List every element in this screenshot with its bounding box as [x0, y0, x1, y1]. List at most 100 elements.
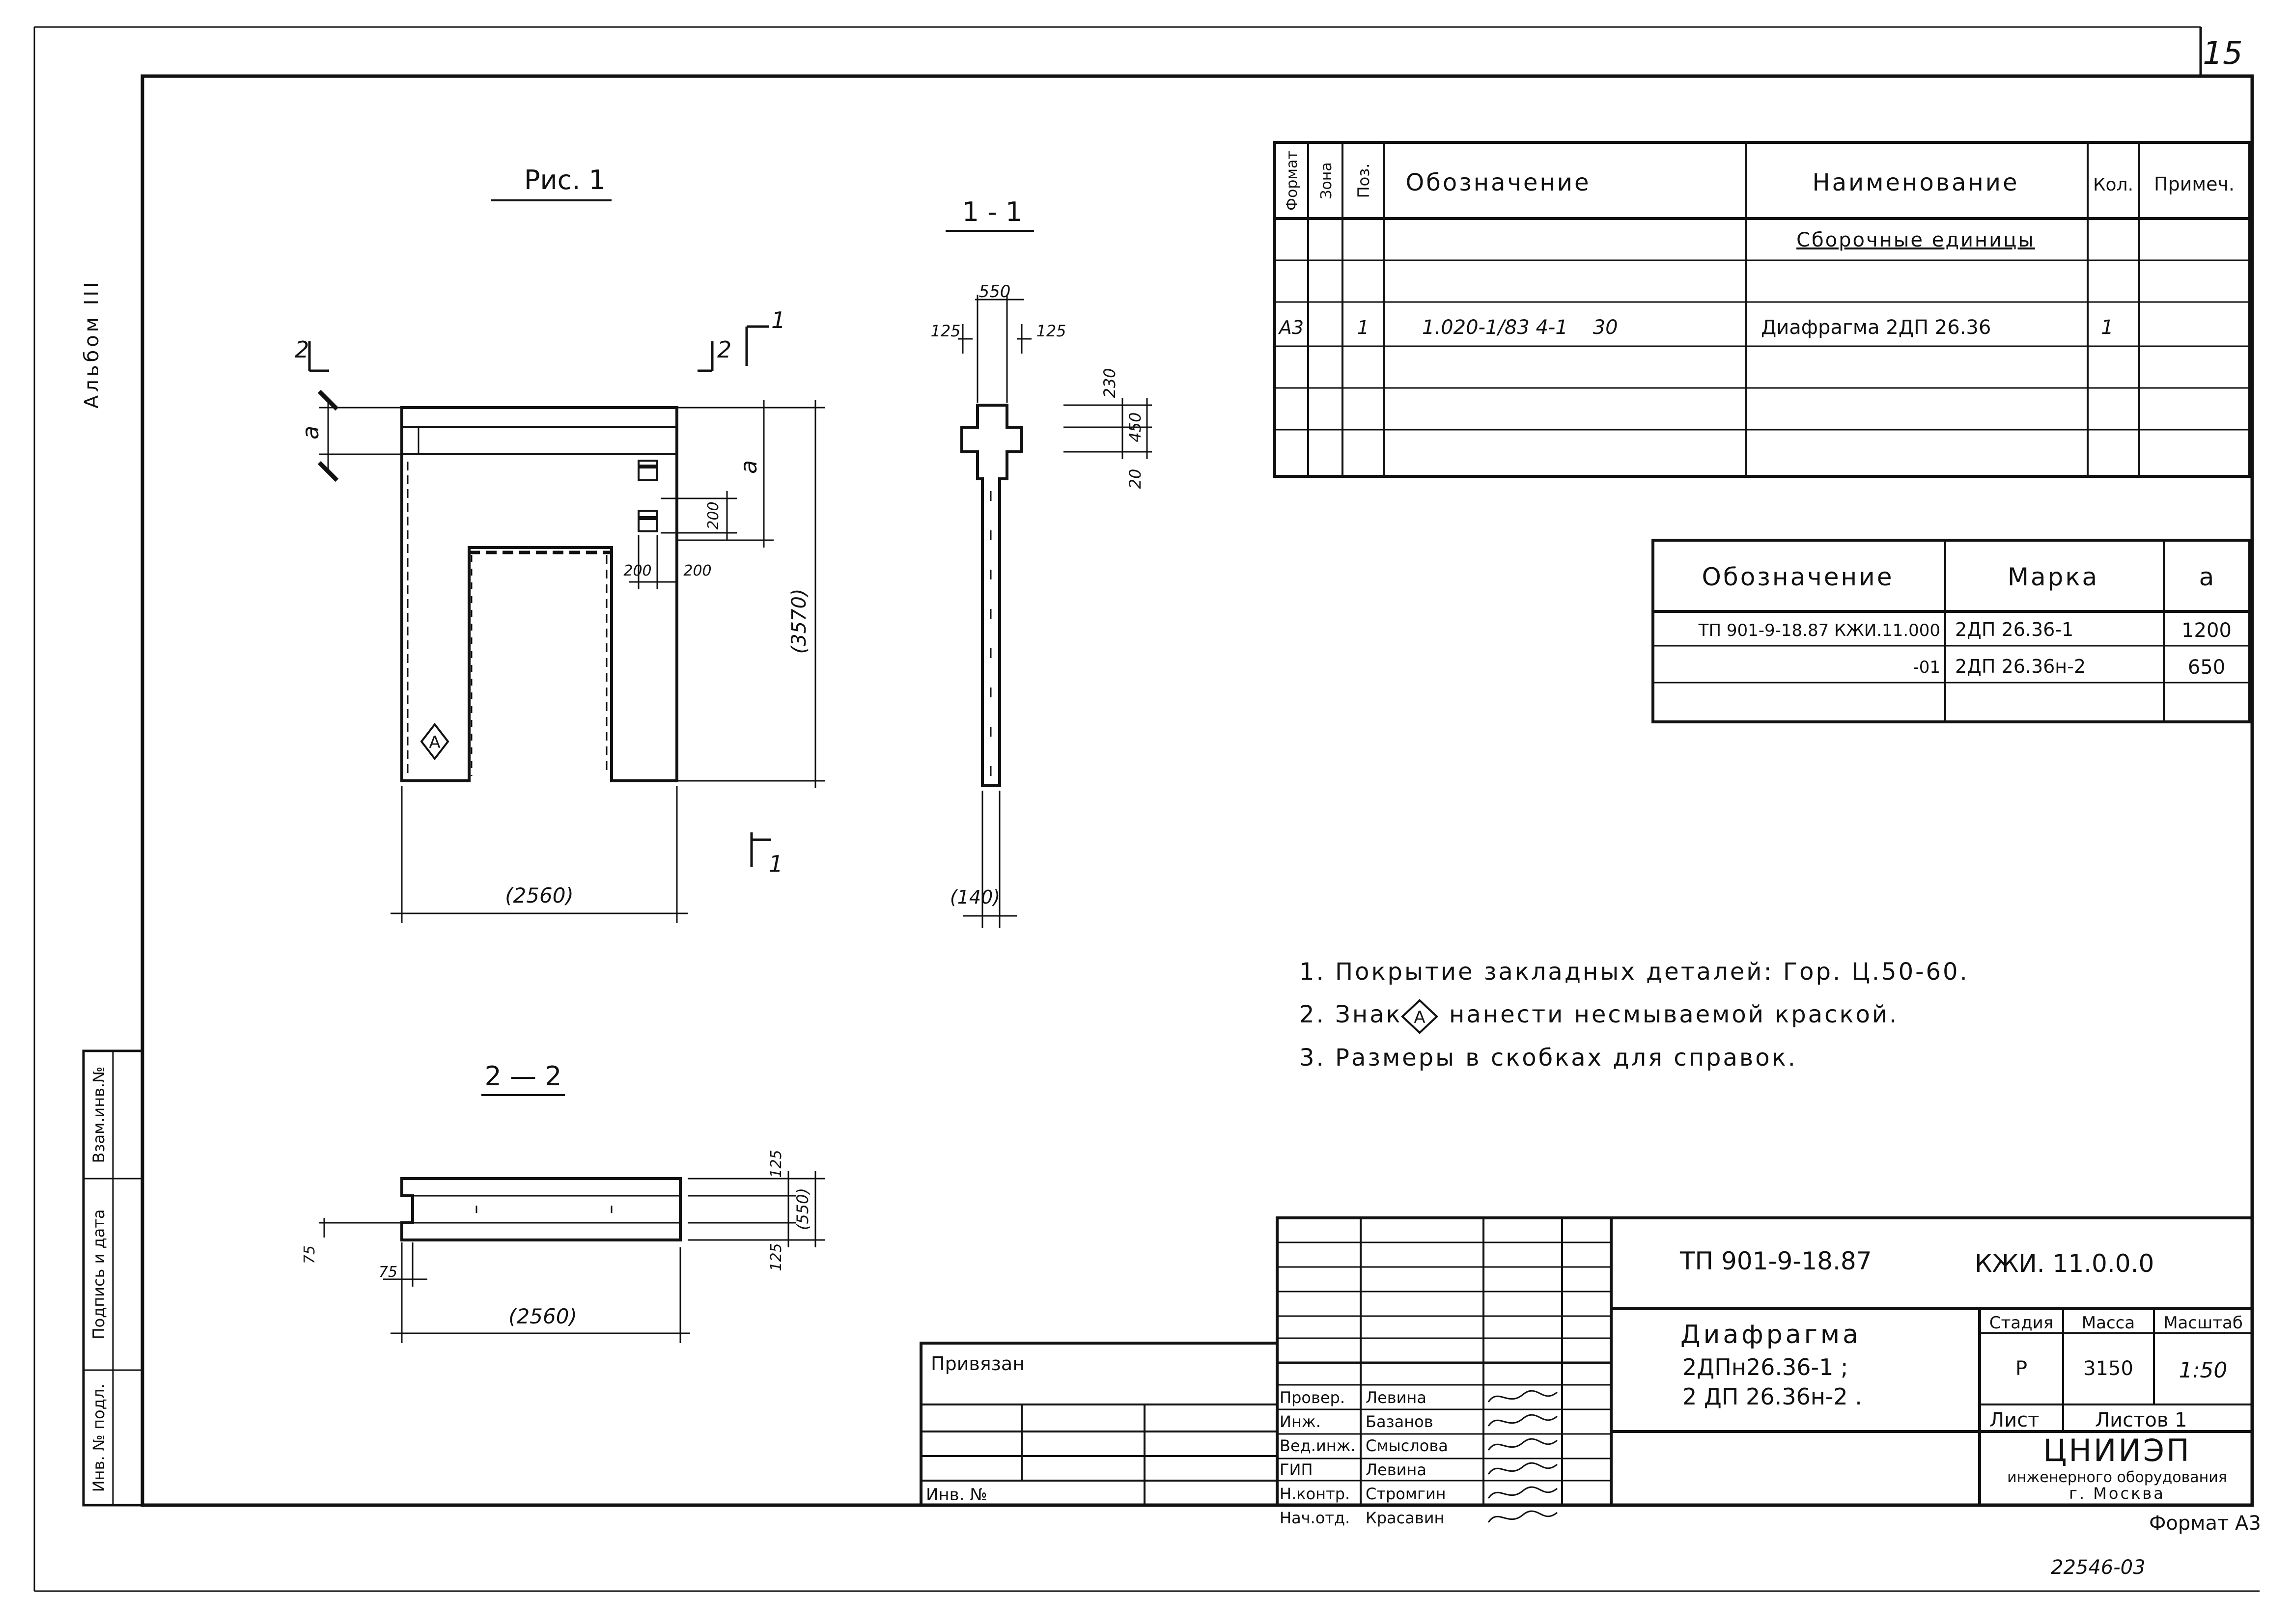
- signature-name: Стромгин: [1366, 1485, 1446, 1503]
- mark-row-2-mark: 2ДП 26.36н-2: [1955, 656, 2086, 677]
- spec-row-format: А3: [1278, 317, 1304, 338]
- privyazan-block: Привязан Инв. №: [920, 1342, 1279, 1507]
- spec-header-note: Примеч.: [2154, 173, 2235, 195]
- dim-200-h1: 200: [623, 562, 651, 579]
- spec-header-designation: Обозначение: [1405, 169, 1591, 196]
- privyazan-inv-label: Инв. №: [926, 1485, 987, 1505]
- mark-row-1-designation: ТП 901-9-18.87 КЖИ.11.000: [1698, 621, 1940, 640]
- mass-value: 3150: [2083, 1357, 2133, 1380]
- section-mark-2-right: 2: [717, 336, 731, 363]
- side-stamp: Инв. № подл. Подпись и дата Взам.инв.№: [82, 1049, 144, 1507]
- section-1-1: 1 - 1 550 125 125 230 450 20 (140): [930, 196, 1152, 928]
- stage-label: Стадия: [1989, 1313, 2053, 1333]
- mark-header-a: a: [2199, 563, 2214, 591]
- project-code: ТП 901-9-18.87: [1679, 1247, 1872, 1275]
- sheets-label: Листов 1: [2095, 1409, 2187, 1431]
- signature-name: Левина: [1366, 1460, 1426, 1479]
- dim-125-left-section11: 125: [930, 322, 960, 340]
- dim-20: 20: [1126, 469, 1145, 489]
- dim-200-h2: 200: [683, 562, 711, 579]
- dim-140: (140): [950, 886, 1000, 908]
- dim-125-top-section22: 125: [768, 1150, 785, 1178]
- sheet-label: Лист: [1989, 1409, 2039, 1431]
- signature-role: Инж.: [1280, 1412, 1321, 1431]
- notes: 1. Покрытие закладных деталей: Гор. Ц.50…: [1299, 958, 1969, 1072]
- stamp-signature-date: Подпись и дата: [89, 1209, 108, 1339]
- stage-value: Р: [2015, 1357, 2027, 1380]
- spec-row-name: Диафрагма 2ДП 26.36: [1761, 316, 1991, 339]
- title-line-1: Диафрагма: [1680, 1320, 1861, 1349]
- dim-125-right-section11: 125: [1036, 322, 1066, 340]
- dim-a-left: a: [297, 426, 324, 440]
- spec-section-title: Сборочные единицы: [1796, 229, 2035, 251]
- org-line-3: г. Москва: [2069, 1484, 2165, 1503]
- bottom-code: 22546-03: [2051, 1556, 2146, 1579]
- stamp-inv-podl: Инв. № подл.: [89, 1384, 108, 1492]
- spec-row-pos: 1: [1357, 317, 1369, 338]
- sheet-number: 15: [2203, 35, 2242, 72]
- section-mark-1-top: 1: [771, 307, 785, 333]
- note-2-part1: 2. Знак: [1299, 1001, 1402, 1028]
- dim-75-left: 75: [301, 1245, 318, 1264]
- signature-name: Красавин: [1366, 1509, 1444, 1527]
- spec-header-qty: Кол.: [2093, 175, 2133, 195]
- title-block: ТП 901-9-18.87 КЖИ. 11.0.0.0 Диафрагма 2…: [1276, 1216, 2254, 1527]
- note-2-symbol: А: [1414, 1008, 1425, 1027]
- signature-scribble: [1487, 1414, 1558, 1427]
- format-label: Формат А3: [2149, 1512, 2261, 1535]
- spec-header-pos: Поз.: [1354, 164, 1373, 198]
- dim-75-bottom: 75: [379, 1264, 397, 1281]
- mark-row-2-designation: -01: [1913, 658, 1940, 677]
- signature-scribble: [1487, 1486, 1558, 1499]
- scale-value: 1:50: [2179, 1358, 2228, 1383]
- stamp-vzam-inv: Взам.инв.№: [89, 1067, 108, 1163]
- section-1-1-title: 1 - 1: [962, 196, 1023, 227]
- note-1: 1. Покрытие закладных деталей: Гор. Ц.50…: [1299, 958, 1969, 986]
- signature-scribble: [1487, 1438, 1558, 1451]
- privyazan-label: Привязан: [931, 1353, 1025, 1375]
- org-line-2: инженерного оборудования: [2007, 1469, 2227, 1486]
- section-2-2-title: 2 — 2: [484, 1061, 561, 1092]
- album-label: Альбом III: [81, 279, 103, 409]
- signature-scribble: [1487, 1462, 1558, 1475]
- mark-row-2-a: 650: [2188, 656, 2225, 679]
- note-2-part2: нанести несмываемой краской.: [1449, 1001, 1899, 1028]
- signature-name: Левина: [1366, 1388, 1426, 1407]
- dim-230: 230: [1100, 368, 1119, 398]
- spec-row-designation: 1.020-1/83 4-1 30: [1422, 316, 1618, 339]
- section-mark-2-left: 2: [295, 336, 309, 363]
- signature-name: Базанов: [1366, 1412, 1433, 1431]
- mark-table: Обозначение Марка a ТП 901-9-18.87 КЖИ.1…: [1651, 539, 2251, 723]
- org-name: ЦНИИЭП: [2043, 1432, 2191, 1468]
- signature-name: Смыслова: [1366, 1436, 1448, 1455]
- title-line-3: 2 ДП 26.36н-2 .: [1682, 1383, 1862, 1410]
- spec-table: Формат Зона Поз. Обозначение Наименовани…: [1273, 141, 2251, 478]
- spec-header-zone: Зона: [1318, 162, 1335, 199]
- dim-550-section22: (550): [793, 1188, 812, 1230]
- spec-row-qty: 1: [2101, 316, 2113, 339]
- spec-header-format: Формат: [1284, 151, 1301, 211]
- sheet-frames: [33, 26, 2260, 1592]
- mark-header-designation: Обозначение: [1702, 563, 1894, 591]
- diaphragm-outline: [402, 408, 677, 783]
- signature-scribble: [1487, 1510, 1558, 1523]
- signature-scribble: [1487, 1390, 1558, 1403]
- spec-header-name: Наименование: [1812, 169, 2019, 196]
- note-3: 3. Размеры в скобках для справок.: [1299, 1044, 1797, 1072]
- title-line-2: 2ДПн26.36-1 ;: [1682, 1354, 1848, 1380]
- dim-450: 450: [1126, 412, 1145, 442]
- signature-role: Нач.отд.: [1280, 1509, 1350, 1527]
- dim-width: (2560): [505, 883, 574, 908]
- scale-label: Масштаб: [2163, 1313, 2243, 1333]
- mark-row-1-mark: 2ДП 26.36-1: [1955, 619, 2073, 640]
- mark-symbol-figure: А: [429, 733, 440, 752]
- dim-200-vertical: 200: [705, 501, 722, 529]
- dim-height: (3570): [788, 588, 811, 654]
- mark-header-mark: Марка: [2008, 563, 2099, 591]
- mass-label: Масса: [2082, 1313, 2135, 1333]
- figure-1-title: Рис. 1: [524, 165, 606, 195]
- figure-1: Рис. 1 А 2 2 1 1 a: [295, 165, 825, 923]
- signature-role: Вед.инж.: [1280, 1436, 1356, 1455]
- signature-role: Провер.: [1280, 1388, 1345, 1407]
